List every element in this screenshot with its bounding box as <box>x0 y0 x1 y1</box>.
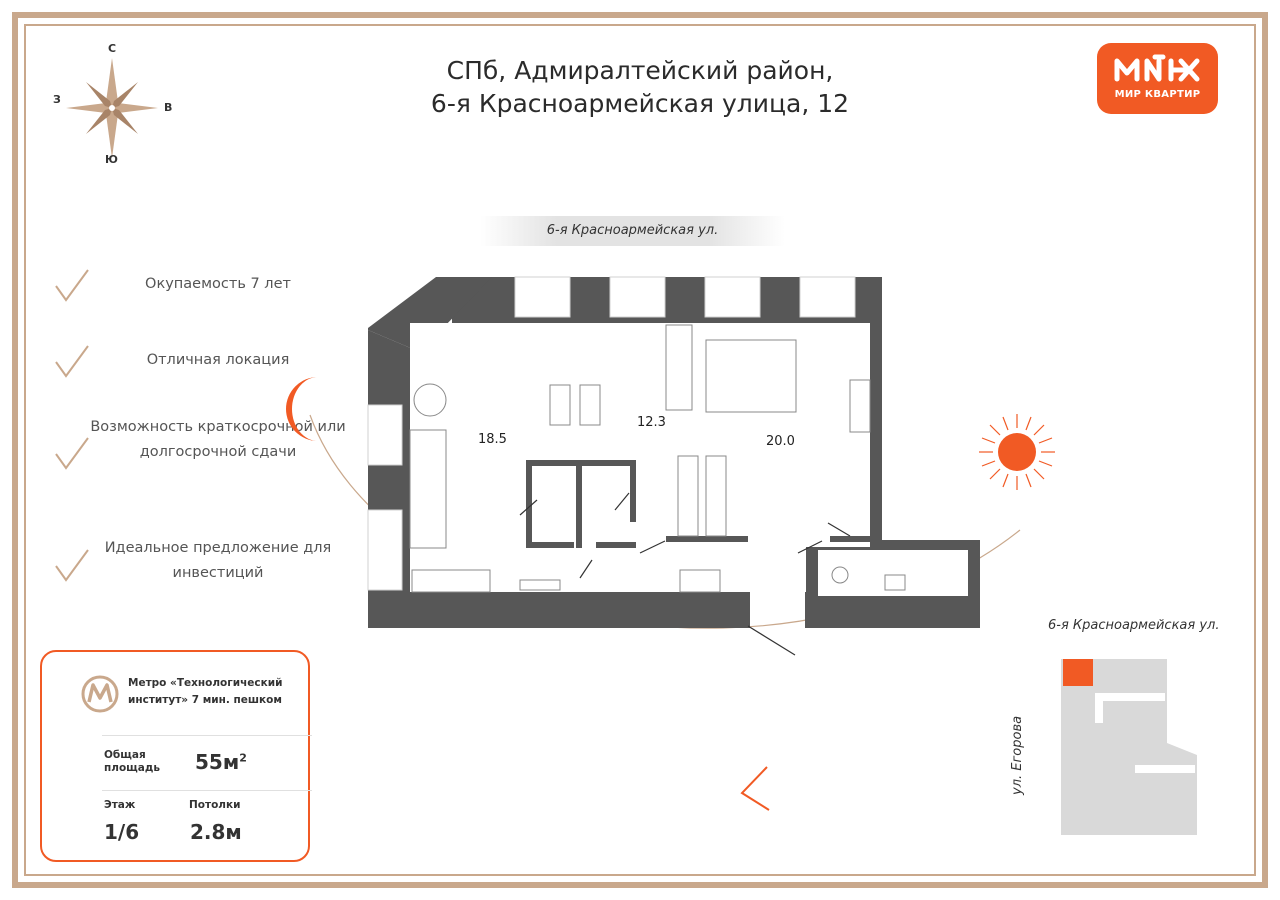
compass-rose-icon <box>66 58 158 158</box>
street-name-top: 6-я Красноармейская ул. <box>546 223 719 238</box>
street-banner-top: 6-я Красноармейская ул. <box>480 216 785 246</box>
ceiling-label: Потолки <box>189 799 241 811</box>
check-icon <box>55 437 89 470</box>
feature-item: Возможность краткосрочной или долгосрочн… <box>90 419 346 460</box>
outer-frame <box>12 12 1268 888</box>
floor-value: 1/6 <box>104 820 140 844</box>
street-name-map-top: 6-я Красноармейская ул. <box>1048 618 1220 633</box>
inner-frame <box>24 24 1256 876</box>
room-2-area: 12.3 <box>637 415 666 430</box>
area-number: 55м <box>195 750 240 774</box>
mir-kvartir-logo-icon <box>1114 54 1200 82</box>
divider <box>102 790 312 791</box>
room-3-area: 20.0 <box>766 434 795 449</box>
compass-east: В <box>164 101 173 114</box>
check-icon <box>55 549 89 582</box>
area-unit-sup: 2 <box>239 751 247 765</box>
sun-icon <box>979 414 1055 490</box>
floor-label: Этаж <box>104 799 136 811</box>
area-value: 55м2 <box>195 750 247 774</box>
compass-north: С <box>108 42 117 55</box>
metro-icon <box>81 675 119 713</box>
metro-info: Метро «Технологический институт» 7 мин. … <box>128 677 283 706</box>
check-icon <box>55 345 89 378</box>
title-line-1: СПб, Адмиралтейский район, <box>446 56 834 85</box>
building-map <box>1061 659 1197 835</box>
street-name-map-side: ул. Егорова <box>1010 715 1025 795</box>
info-card: Метро «Технологический институт» 7 мин. … <box>40 650 312 862</box>
check-icon <box>55 269 89 302</box>
feature-item: Идеальное предложение для инвестиций <box>104 540 332 581</box>
compass: С Ю З В <box>53 40 173 166</box>
floor-plan <box>367 276 980 656</box>
divider <box>102 735 312 736</box>
moon-icon <box>286 377 318 441</box>
brand-logo: МИР КВАРТИР <box>1097 43 1218 114</box>
logo-text: МИР КВАРТИР <box>1114 89 1201 100</box>
compass-west: З <box>53 93 61 106</box>
feature-item: Отличная локация <box>146 352 290 368</box>
title-line-2: 6-я Красноармейская улица, 12 <box>430 89 850 118</box>
room-1-area: 18.5 <box>478 432 507 447</box>
ceiling-value: 2.8м <box>190 820 242 844</box>
area-label: Общая площадь <box>104 749 160 774</box>
compass-south: Ю <box>105 153 118 166</box>
feature-item: Окупаемость 7 лет <box>145 276 291 292</box>
page-title: СПб, Адмиралтейский район, 6-я Красноарм… <box>340 54 940 120</box>
